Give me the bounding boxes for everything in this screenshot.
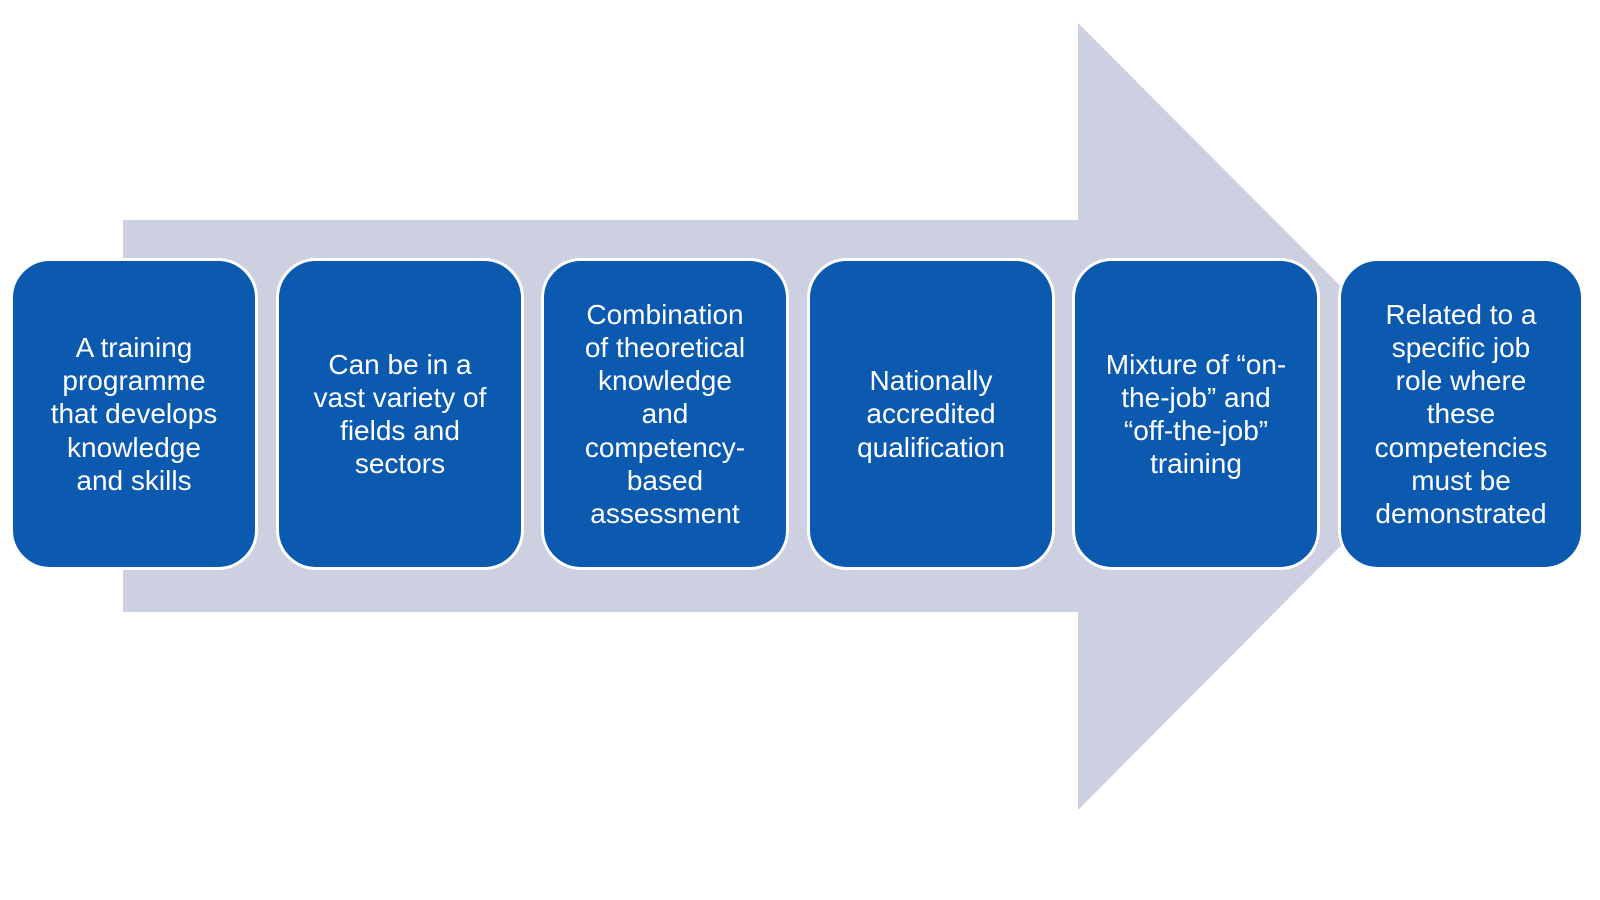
step-box-training-programme: A training programme that develops knowl…: [10, 258, 258, 570]
step-box-fields-sectors-text: Can be in a vast variety of fields and s…: [313, 348, 487, 480]
right-arrow-shape: [123, 23, 1470, 810]
step-box-on-off-job-training: Mixture of “on- the-job” and “off-the-jo…: [1072, 258, 1320, 570]
step-box-on-off-job-training-text: Mixture of “on- the-job” and “off-the-jo…: [1105, 348, 1287, 480]
step-box-job-role-competencies-text: Related to a specific job role where the…: [1374, 299, 1548, 529]
step-box-fields-sectors: Can be in a vast variety of fields and s…: [276, 258, 524, 570]
step-box-knowledge-assessment: Combination of theoretical knowledge and…: [541, 258, 789, 570]
step-box-job-role-competencies: Related to a specific job role where the…: [1338, 258, 1584, 570]
step-box-training-programme-text: A training programme that develops knowl…: [50, 332, 218, 496]
step-box-accredited-qualification: Nationally accredited qualification: [807, 258, 1055, 570]
step-box-knowledge-assessment-text: Combination of theoretical knowledge and…: [584, 299, 746, 529]
step-box-accredited-qualification-text: Nationally accredited qualification: [857, 365, 1005, 463]
